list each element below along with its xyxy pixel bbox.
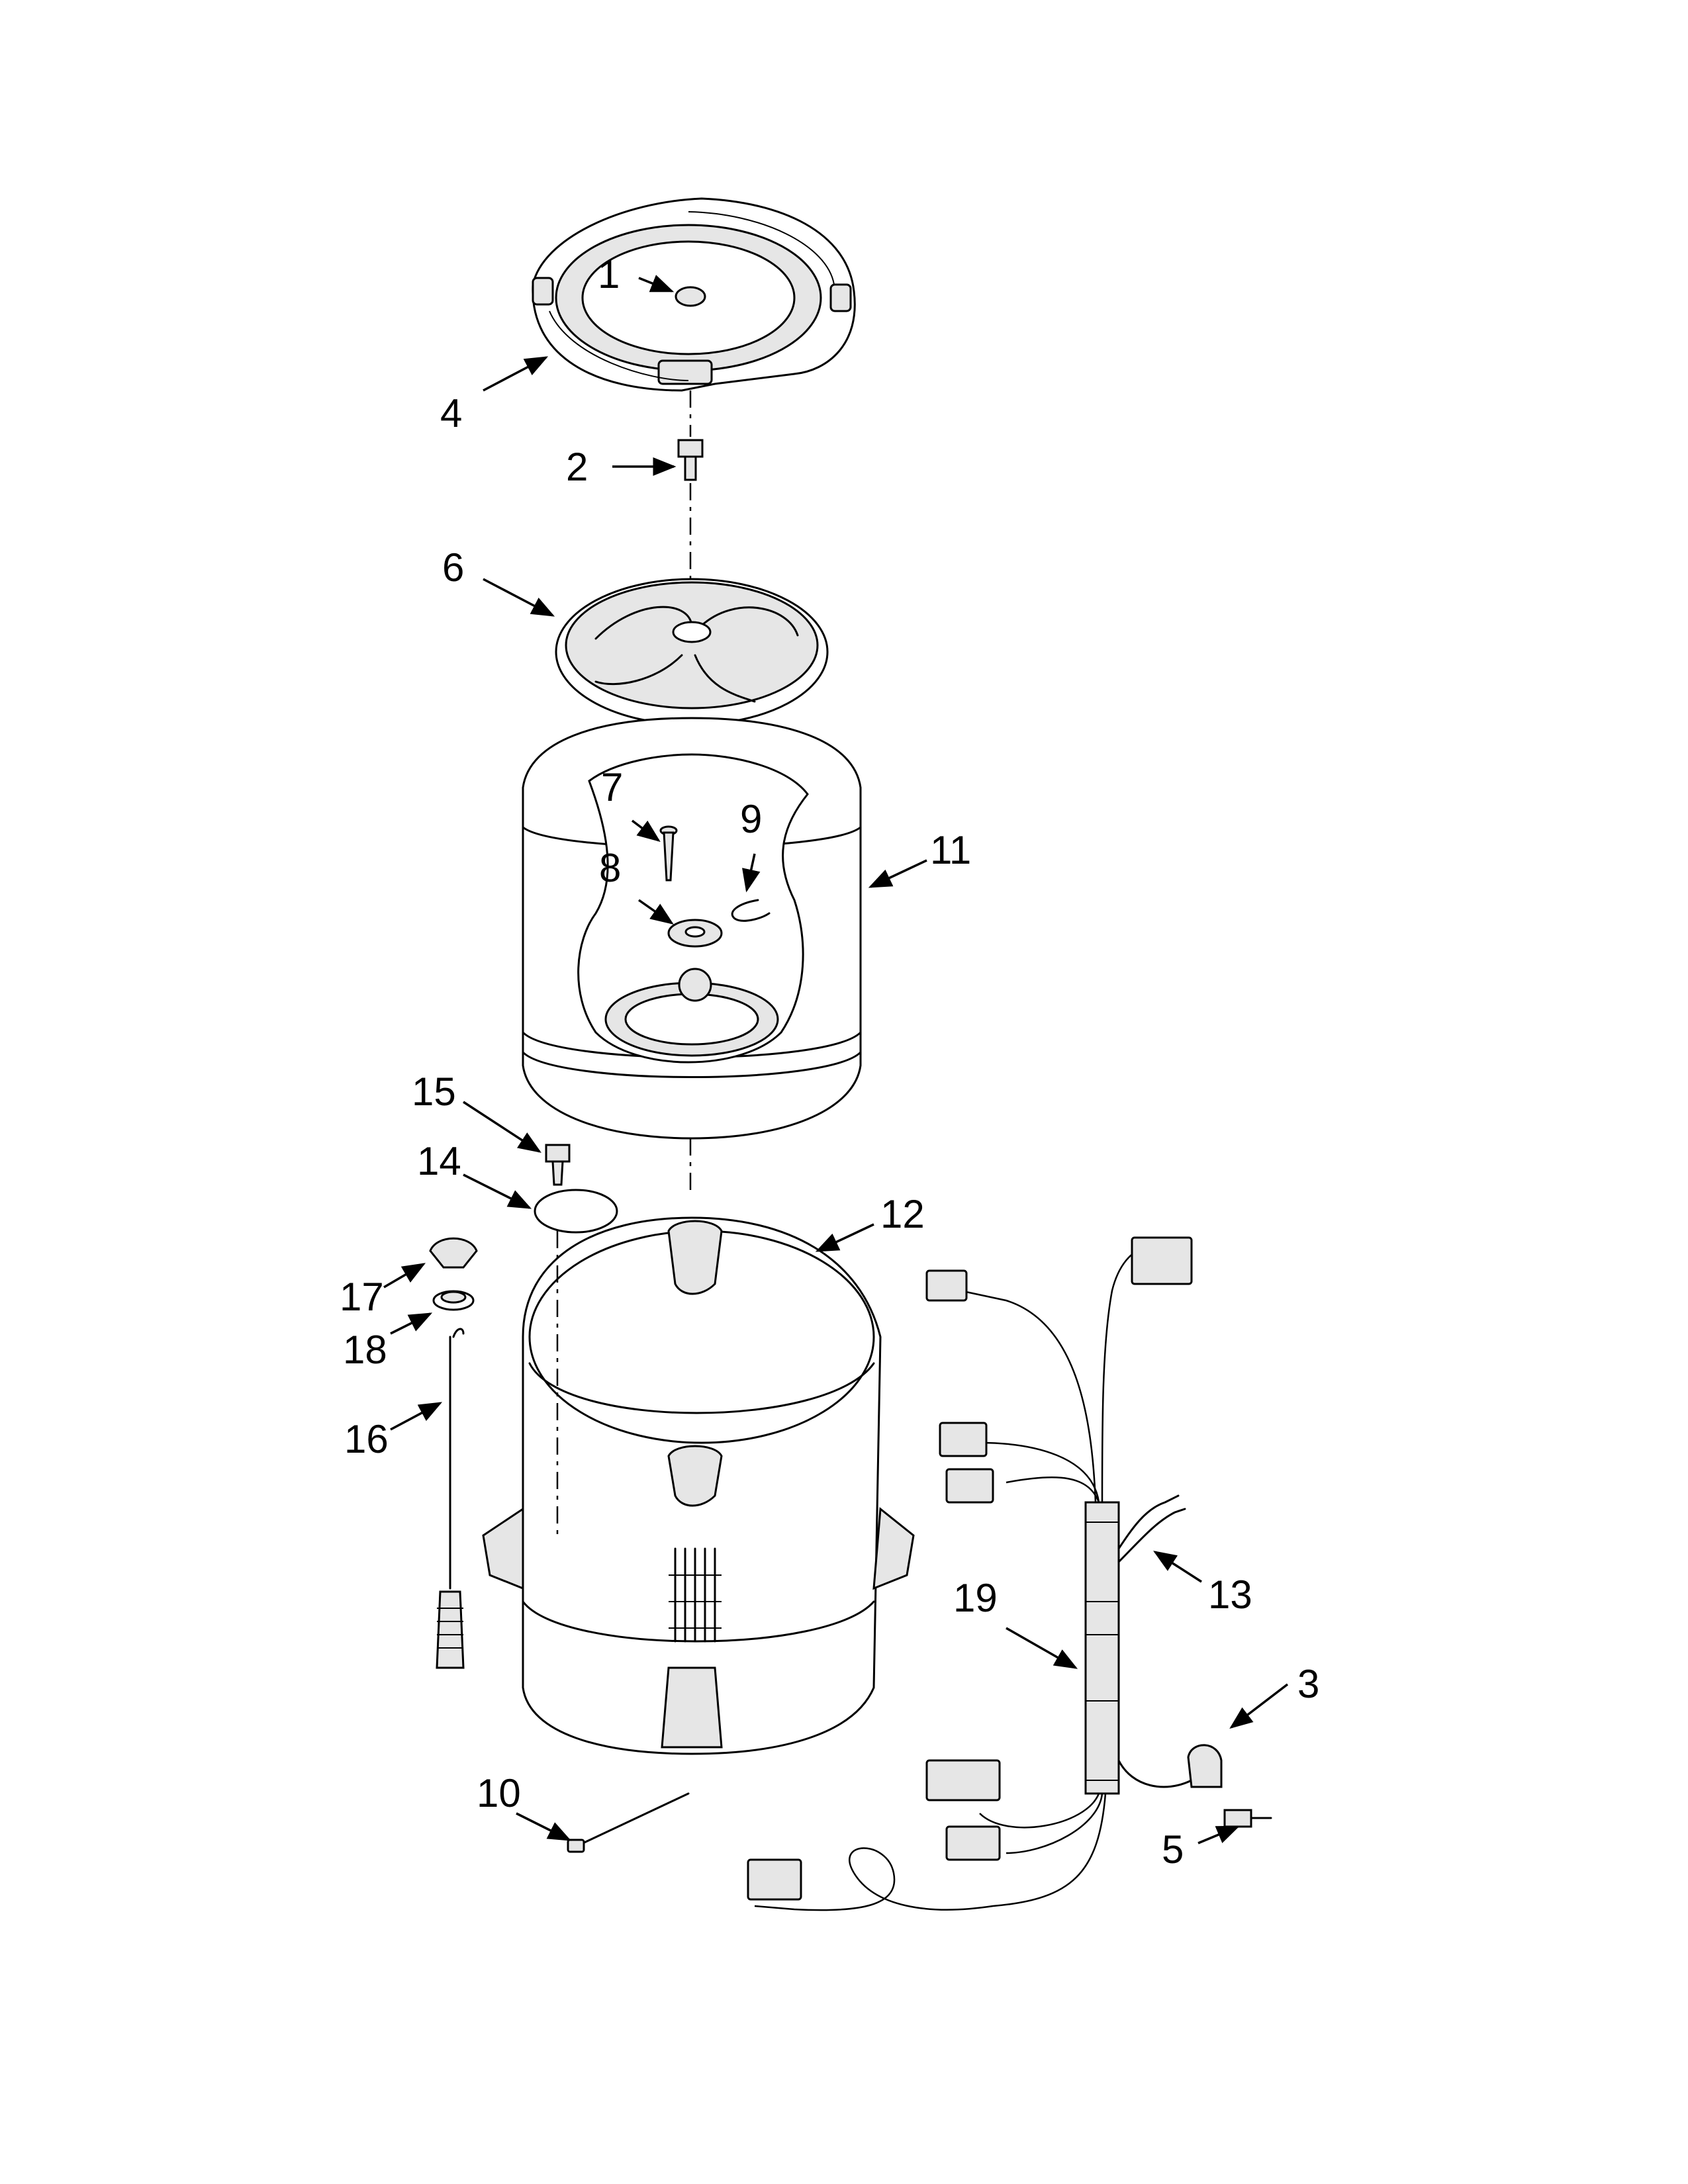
- callout-17: 17: [340, 1275, 384, 1319]
- part-5-screw: [1223, 1809, 1272, 1828]
- part-2-bolt: [677, 439, 704, 481]
- callout-19: 19: [953, 1576, 998, 1620]
- part-3-clamp: [1187, 1744, 1223, 1788]
- arrow-15: [463, 1101, 541, 1153]
- part-10-cable-tie: [567, 1792, 690, 1853]
- callout-18: 18: [343, 1328, 387, 1372]
- arrow-11: [868, 859, 927, 888]
- callout-arrows: [383, 275, 1289, 1844]
- part-9-clip: [731, 899, 771, 922]
- arrow-4: [483, 356, 549, 392]
- part-15-bolt: [545, 1144, 571, 1186]
- arrow-3: [1229, 1683, 1289, 1729]
- connector-mid-1: [939, 1422, 988, 1457]
- callout-13: 13: [1208, 1572, 1252, 1617]
- callout-9: 9: [740, 797, 762, 841]
- part-14-bracket: [534, 1189, 618, 1234]
- callout-6: 6: [442, 545, 464, 590]
- callout-2: 2: [566, 445, 588, 489]
- arrow-13: [1153, 1551, 1202, 1583]
- part-8-hub: [667, 919, 723, 948]
- arrow-8: [637, 899, 674, 925]
- part-1-cap: [675, 286, 706, 307]
- callout-11: 11: [930, 828, 971, 872]
- callout-4: 4: [440, 391, 462, 435]
- callout-15: 15: [412, 1069, 456, 1114]
- connector-bottom: [747, 1858, 802, 1901]
- arrow-1: [638, 275, 675, 293]
- callout-1: 1: [598, 252, 620, 296]
- harness-tail: [1117, 1759, 1206, 1788]
- arrow-9: [742, 853, 761, 893]
- part-16-suspension-rod: [436, 1328, 465, 1669]
- connector-top-right: [1131, 1236, 1193, 1285]
- part-13-hose: [1117, 1494, 1186, 1563]
- callout-7: 7: [601, 765, 623, 809]
- part-7-screw: [659, 825, 678, 882]
- callout-12: 12: [880, 1192, 925, 1236]
- callout-10: 10: [477, 1771, 521, 1815]
- arrow-7: [631, 819, 661, 842]
- callout-16: 16: [344, 1417, 389, 1461]
- connector-lower-1: [925, 1759, 1001, 1801]
- arrow-16: [390, 1402, 443, 1431]
- part-12-outer-tub: [482, 1216, 915, 1755]
- callout-14: 14: [417, 1139, 461, 1183]
- part-18-suspension-socket: [432, 1290, 475, 1311]
- callout-5: 5: [1162, 1827, 1184, 1872]
- tub-ribs: [669, 1547, 722, 1643]
- arrow-6: [483, 578, 555, 617]
- connector-mid-2: [945, 1468, 994, 1504]
- part-6-impeller: [555, 578, 829, 726]
- callout-3: 3: [1297, 1662, 1319, 1706]
- part-4-tub-ring: [532, 197, 856, 392]
- callout-8: 8: [599, 846, 621, 890]
- arrow-5: [1197, 1825, 1241, 1844]
- arrow-10: [516, 1812, 572, 1841]
- arrow-19: [1006, 1627, 1078, 1669]
- connector-lower-2: [945, 1825, 1001, 1861]
- arrow-18: [390, 1312, 433, 1335]
- part-17-suspension-cap: [429, 1237, 478, 1269]
- part-19-wire-harness: [747, 1236, 1193, 1911]
- arrow-17: [383, 1263, 426, 1289]
- arrow-14: [463, 1173, 532, 1209]
- arrow-12: [815, 1223, 874, 1252]
- connector-top-left: [925, 1269, 968, 1302]
- callout-labels: 1 2 3 4 5 6 7 8 9 10 11 12 13 14 15 16 1…: [340, 252, 1319, 1872]
